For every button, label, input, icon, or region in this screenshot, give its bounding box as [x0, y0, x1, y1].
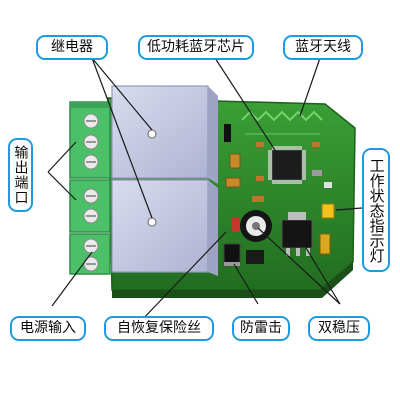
label-status-led: 工作状态指示灯	[362, 148, 390, 272]
antenna-trace	[241, 110, 323, 122]
label-lightning-protection: 防雷击	[232, 316, 290, 341]
label-output-port: 输出端口	[8, 138, 33, 212]
label-ble-chip: 低功耗蓝牙芯片	[138, 35, 254, 60]
ble-chip	[268, 146, 306, 184]
terminal-block-power	[69, 233, 111, 275]
label-self-recovery-fuse: 自恢复保险丝	[104, 316, 214, 341]
output-port-text: 输出端口	[12, 145, 29, 205]
terminal-block-middle	[69, 179, 111, 233]
status-led-text: 工作状态指示灯	[367, 157, 386, 263]
relay-bottom	[111, 179, 218, 276]
status-led	[321, 203, 335, 219]
label-power-input: 电源输入	[10, 316, 86, 341]
terminal-block-output	[69, 101, 111, 179]
label-dual-regulator: 双稳压	[308, 316, 370, 341]
regulator-chip	[281, 212, 313, 256]
label-relay: 继电器	[36, 35, 108, 60]
label-antenna: 蓝牙天线	[283, 35, 363, 60]
